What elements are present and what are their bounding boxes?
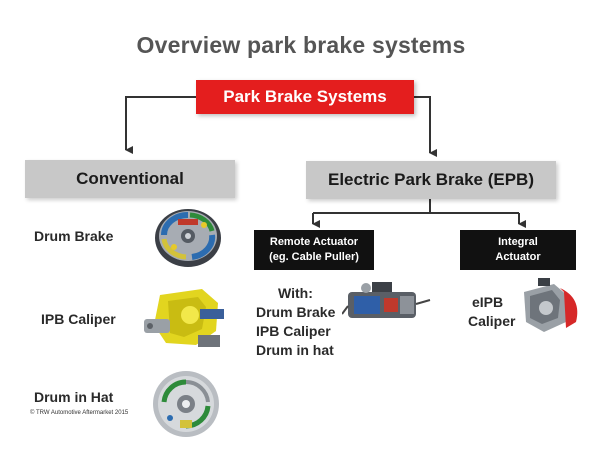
- copyright-notice: © TRW Automotive Aftermarket 2015: [30, 410, 129, 416]
- remote-with-drum-brake: Drum Brake: [256, 304, 336, 320]
- remote-actuator-line2: (eg. Cable Puller): [269, 251, 359, 263]
- page-title: Overview park brake systems: [136, 32, 466, 58]
- label-drum-brake: Drum Brake: [34, 228, 114, 244]
- remote-with-list: With: Drum Brake IPB Caliper Drum in hat: [256, 284, 335, 360]
- remote-with-ipb-caliper: IPB Caliper: [256, 323, 331, 339]
- remote-actuator-line1: Remote Actuator: [269, 236, 359, 248]
- integral-actuator-line1: Integral: [498, 236, 538, 248]
- connector-root-conventional: [125, 96, 196, 154]
- eipb-caliper-image: [524, 278, 578, 332]
- cable-puller-image: [342, 282, 431, 318]
- label-eipb-caliper: eIPB Caliper: [468, 293, 515, 331]
- eipb-line1: eIPB: [472, 294, 504, 310]
- drum-brake-image: [155, 209, 221, 267]
- drum-in-hat-image: [153, 371, 219, 437]
- label-drum-in-hat: Drum in Hat: [34, 389, 114, 405]
- label-ipb-caliper: IPB Caliper: [41, 311, 116, 327]
- branch-conventional: Conventional: [25, 160, 235, 198]
- integral-actuator-line2: Actuator: [495, 251, 541, 263]
- connector-root-epb: [414, 96, 437, 157]
- remote-with-heading: With:: [278, 285, 313, 301]
- sub-integral-actuator: Integral Actuator: [460, 230, 576, 270]
- branch-epb: Electric Park Brake (EPB): [306, 161, 556, 199]
- root-node-park-brake-systems: Park Brake Systems: [196, 80, 414, 114]
- sub-remote-actuator: Remote Actuator (eg. Cable Puller): [254, 230, 374, 270]
- ipb-caliper-image: [144, 289, 224, 347]
- eipb-line2: Caliper: [468, 313, 516, 329]
- remote-with-drum-in-hat: Drum in hat: [256, 342, 334, 358]
